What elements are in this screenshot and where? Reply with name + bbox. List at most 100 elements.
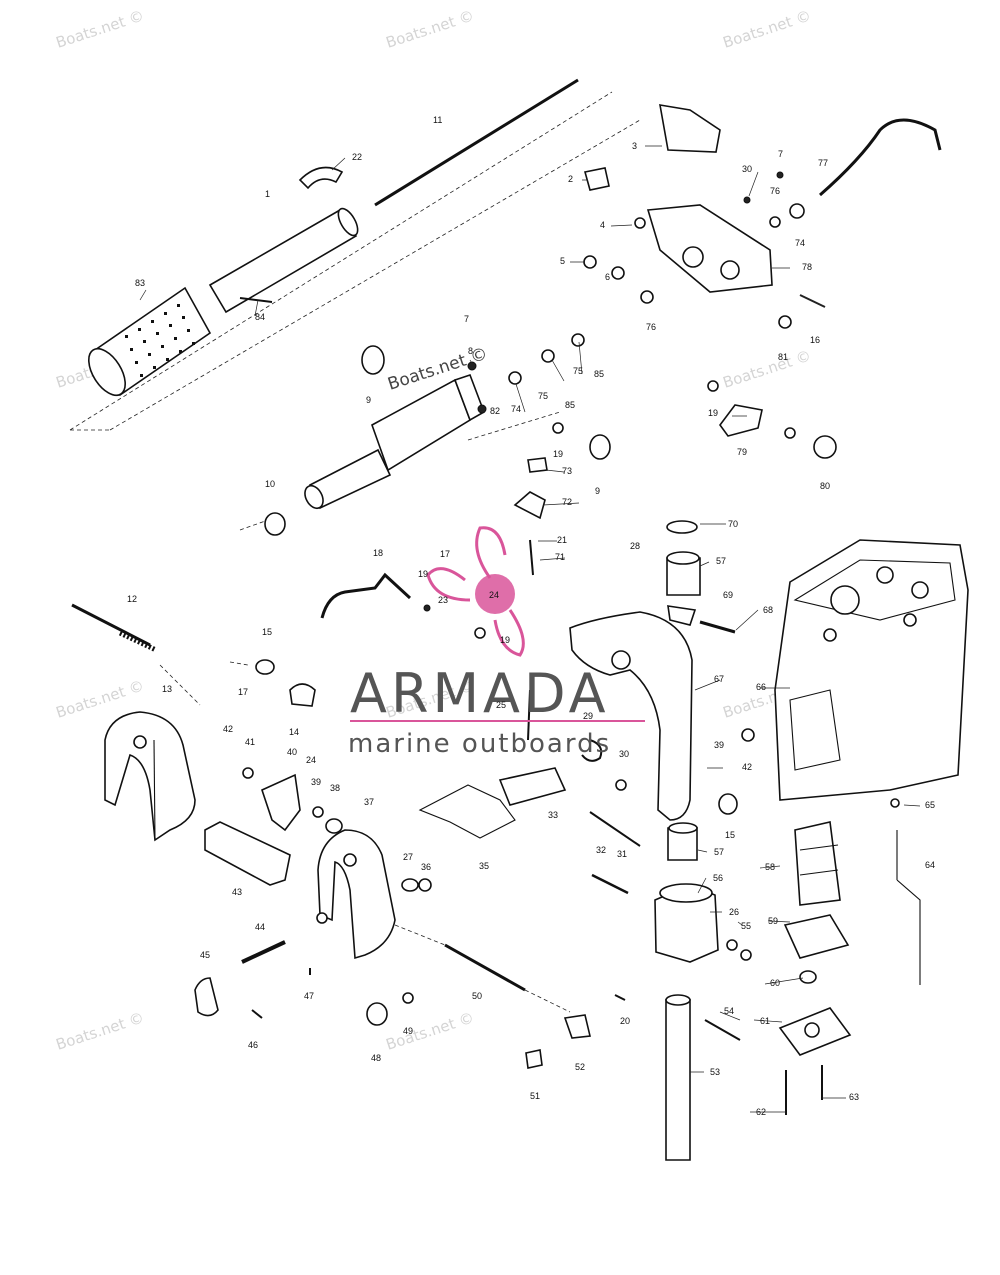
clamp-brackets: [71, 603, 626, 1069]
callout: 57: [716, 556, 726, 566]
callout: 19: [553, 449, 563, 459]
callout: 19: [708, 408, 718, 418]
steering-parts: [569, 520, 755, 1161]
callout: 67: [714, 674, 724, 684]
callout: 55: [741, 921, 751, 931]
callout: 1: [265, 189, 270, 199]
callout: 45: [200, 950, 210, 960]
callout: 85: [565, 400, 575, 410]
tilt-lock-parts: [320, 539, 627, 839]
callout: 40: [287, 747, 297, 757]
callout: 30: [619, 749, 629, 759]
callout: 25: [496, 700, 506, 710]
callout: 18: [373, 548, 383, 558]
callout: 29: [583, 711, 593, 721]
callout: 17: [440, 549, 450, 559]
watermark: Boats.net ©: [721, 6, 814, 51]
callout: 15: [262, 627, 272, 637]
callout: 42: [223, 724, 233, 734]
callout: 57: [714, 847, 724, 857]
callout: 69: [723, 590, 733, 600]
callout: 35: [479, 861, 489, 871]
callout: 23: [438, 595, 448, 605]
callout: 42: [742, 762, 752, 772]
callout: 21: [557, 535, 567, 545]
callout: 30: [742, 164, 752, 174]
callout: 2: [568, 174, 573, 184]
emblem-number: 24: [489, 590, 499, 600]
tiller-assembly: [69, 78, 641, 536]
callout: 66: [756, 682, 766, 692]
callout: 39: [311, 777, 321, 787]
watermark: Boats.net ©: [384, 1008, 477, 1053]
callout: 85: [594, 369, 604, 379]
callout: 24: [306, 755, 316, 765]
callout: 20: [620, 1016, 630, 1026]
callout: 33: [548, 810, 558, 820]
callout: 56: [713, 873, 723, 883]
callout: 50: [472, 991, 482, 1001]
propeller-emblem-icon: [426, 526, 525, 657]
callout: 28: [630, 541, 640, 551]
callout: 84: [255, 312, 265, 322]
callout: 38: [330, 783, 340, 793]
callout: 70: [728, 519, 738, 529]
watermark: Boats.net ©: [384, 6, 477, 51]
callout: 9: [595, 486, 600, 496]
callout: 6: [605, 272, 610, 282]
callout: 51: [530, 1091, 540, 1101]
callout: 7: [464, 314, 469, 324]
lower-mount-parts: [778, 821, 852, 1115]
callout: 76: [770, 186, 780, 196]
emblem-hub: [475, 574, 515, 614]
callout: 11: [433, 115, 442, 125]
callout: 12: [127, 594, 137, 604]
grip-texture: [125, 304, 195, 377]
callout: 80: [820, 481, 830, 491]
callout: 74: [795, 238, 805, 248]
brand-tagline: marine outboards: [348, 729, 611, 759]
callout: 83: [135, 278, 145, 288]
callout: 60: [770, 978, 780, 988]
callout: 8: [468, 346, 473, 356]
callout: 76: [646, 322, 656, 332]
callout: 15: [725, 830, 735, 840]
callout: 44: [255, 922, 265, 932]
armada-logo: 24 ARMADA marine outboards: [348, 526, 645, 759]
callout: 73: [562, 466, 572, 476]
callout: 4: [600, 220, 605, 230]
callout: 19: [500, 635, 510, 645]
callout: 81: [778, 352, 788, 362]
callout: 17: [238, 687, 248, 697]
callout: 82: [490, 406, 500, 416]
callout: 7: [778, 149, 783, 159]
callout: 54: [724, 1006, 734, 1016]
callout: 53: [710, 1067, 720, 1077]
leader-lines: [139, 145, 921, 1113]
callout: 64: [925, 860, 935, 870]
callout: 39: [714, 740, 724, 750]
swivel-housing: [774, 539, 969, 985]
callout: 14: [289, 727, 299, 737]
callout: 9: [366, 395, 371, 405]
callout: 13: [162, 684, 172, 694]
callout-labels: 11 22 1 3 2 7 30 77 76 4 74 5 78 6 83 84…: [127, 115, 935, 1117]
callout: 19: [418, 569, 428, 579]
brand-underline: [350, 720, 645, 722]
callout: 26: [729, 907, 739, 917]
callout: 77: [818, 158, 828, 168]
callout: 52: [575, 1062, 585, 1072]
callout: 37: [364, 797, 374, 807]
callout: 22: [352, 152, 362, 162]
callout: 75: [538, 391, 548, 401]
callout: 5: [560, 256, 565, 266]
callout: 65: [925, 800, 935, 810]
watermark: Boats.net ©: [54, 6, 147, 51]
callout: 47: [304, 991, 314, 1001]
callout: 75: [573, 366, 583, 376]
callout: 46: [248, 1040, 258, 1050]
callout: 43: [232, 887, 242, 897]
brand-name: ARMADA: [350, 662, 610, 725]
callout: 78: [802, 262, 812, 272]
